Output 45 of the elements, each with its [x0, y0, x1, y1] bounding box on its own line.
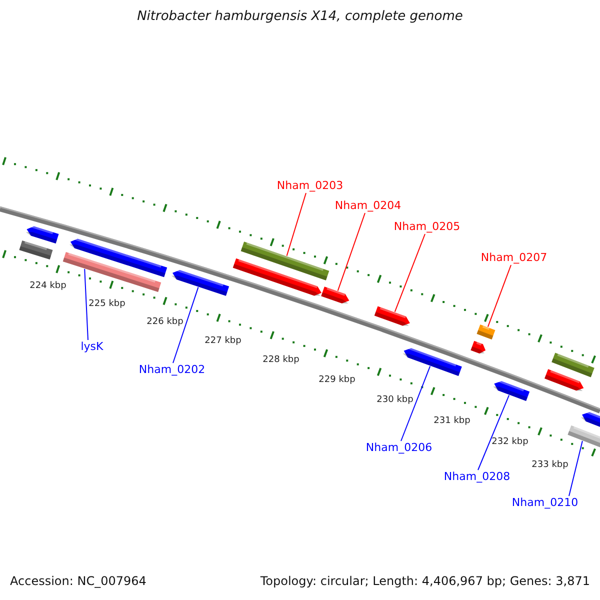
gene-feature — [402, 347, 462, 376]
leader-line — [394, 234, 426, 312]
footer-text: Topology: circular; Length: 4,406,967 bp; Genes: 3,871 — [260, 574, 590, 588]
footer-text: Accession: NC_007964 — [10, 574, 146, 588]
position-label: 225 kbp — [88, 299, 126, 310]
position-label: 228 kbp — [262, 355, 300, 366]
position-label: 231 kbp — [434, 416, 470, 427]
gene-feature — [476, 324, 496, 340]
title: Nitrobacter hamburgensis X14, complete genome — [136, 9, 464, 24]
gene-feature — [374, 306, 410, 326]
gene-label: Nham_0206 — [366, 441, 432, 454]
gene-feature — [240, 242, 330, 280]
gene-feature — [26, 225, 59, 244]
position-label: 226 kbp — [146, 317, 184, 328]
gene-label: Nham_0208 — [444, 470, 510, 483]
gene-label: Nham_0207 — [480, 251, 548, 264]
leader-line — [568, 440, 583, 496]
gene-label: Nham_0202 — [138, 363, 206, 376]
gene-feature — [69, 238, 168, 278]
position-label: 227 kbp — [204, 336, 242, 347]
gene-label: lysK — [80, 340, 104, 353]
gene-feature — [172, 269, 230, 296]
gene-feature — [232, 258, 322, 296]
position-label: 229 kbp — [318, 375, 356, 386]
gene-label: Nham_0203 — [276, 179, 344, 192]
gene-label: Nham_0210 — [512, 496, 578, 509]
leader-line — [487, 264, 512, 328]
leader-line — [286, 192, 306, 256]
position-label: 232 kbp — [492, 437, 528, 448]
leader-line — [84, 268, 88, 340]
gene-label: Nham_0205 — [394, 220, 460, 233]
position-label: 230 kbp — [376, 395, 414, 406]
gene-label: Nham_0204 — [334, 199, 402, 212]
gene-feature — [321, 286, 350, 304]
gene-feature — [493, 380, 530, 401]
gene-feature — [470, 340, 486, 354]
leader-line — [400, 366, 431, 442]
gene-feature — [19, 240, 53, 260]
gene-feature — [544, 369, 584, 391]
position-label: 224 kbp — [30, 281, 66, 292]
leader-line — [172, 286, 199, 364]
position-label: 233 kbp — [532, 460, 568, 471]
leader-line — [478, 394, 510, 470]
gene-feature — [552, 352, 594, 378]
leader-line — [337, 212, 366, 292]
